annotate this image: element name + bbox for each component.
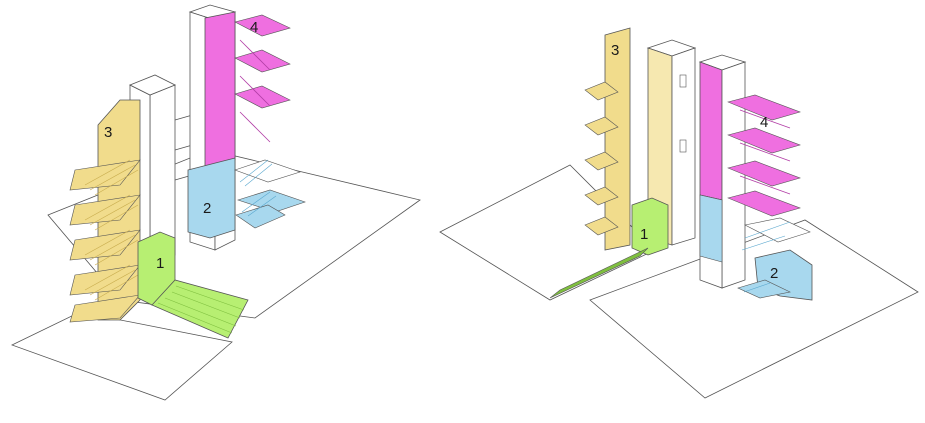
left-zone3-block: 3 bbox=[69, 99, 141, 323]
right-zone3-label: 3 bbox=[611, 42, 619, 59]
right-zone4-wall bbox=[699, 61, 723, 201]
left-zone1-stair-run bbox=[151, 279, 249, 339]
left-zone4-wall bbox=[204, 11, 236, 169]
left-zone1-block: 1 bbox=[137, 231, 249, 339]
left-zone3-label: 3 bbox=[104, 124, 112, 141]
right-zone1-ramp bbox=[549, 247, 649, 299]
left-zone4-label: 4 bbox=[250, 19, 258, 36]
right-zone2-label: 2 bbox=[770, 265, 778, 282]
left-zone2-wall bbox=[187, 157, 236, 239]
left-ground-slab-lower bbox=[10, 311, 233, 401]
left-view: 3 4 2 1 bbox=[10, 4, 421, 401]
left-zone2-label: 2 bbox=[203, 200, 211, 217]
right-zone1-label: 1 bbox=[640, 226, 648, 243]
right-view: 3 1 4 bbox=[439, 27, 919, 399]
left-zone1-label: 1 bbox=[156, 255, 164, 272]
left-zone3-stairs bbox=[69, 159, 141, 323]
right-zone1-cube bbox=[631, 197, 669, 256]
left-zone2-block: 2 bbox=[187, 157, 306, 239]
right-zone3-wall bbox=[604, 27, 631, 251]
right-zone3-stairs bbox=[584, 81, 619, 236]
right-zone2-block: 2 bbox=[737, 217, 813, 301]
right-central-tower bbox=[646, 39, 697, 246]
left-zone4-block: 4 bbox=[204, 11, 291, 169]
right-zone4-block: 4 bbox=[727, 94, 801, 217]
right-zone1-block: 1 bbox=[549, 197, 669, 299]
right-zone4-label: 4 bbox=[760, 114, 768, 131]
right-right-tower bbox=[698, 54, 747, 289]
right-zone3-block: 3 bbox=[584, 27, 631, 251]
